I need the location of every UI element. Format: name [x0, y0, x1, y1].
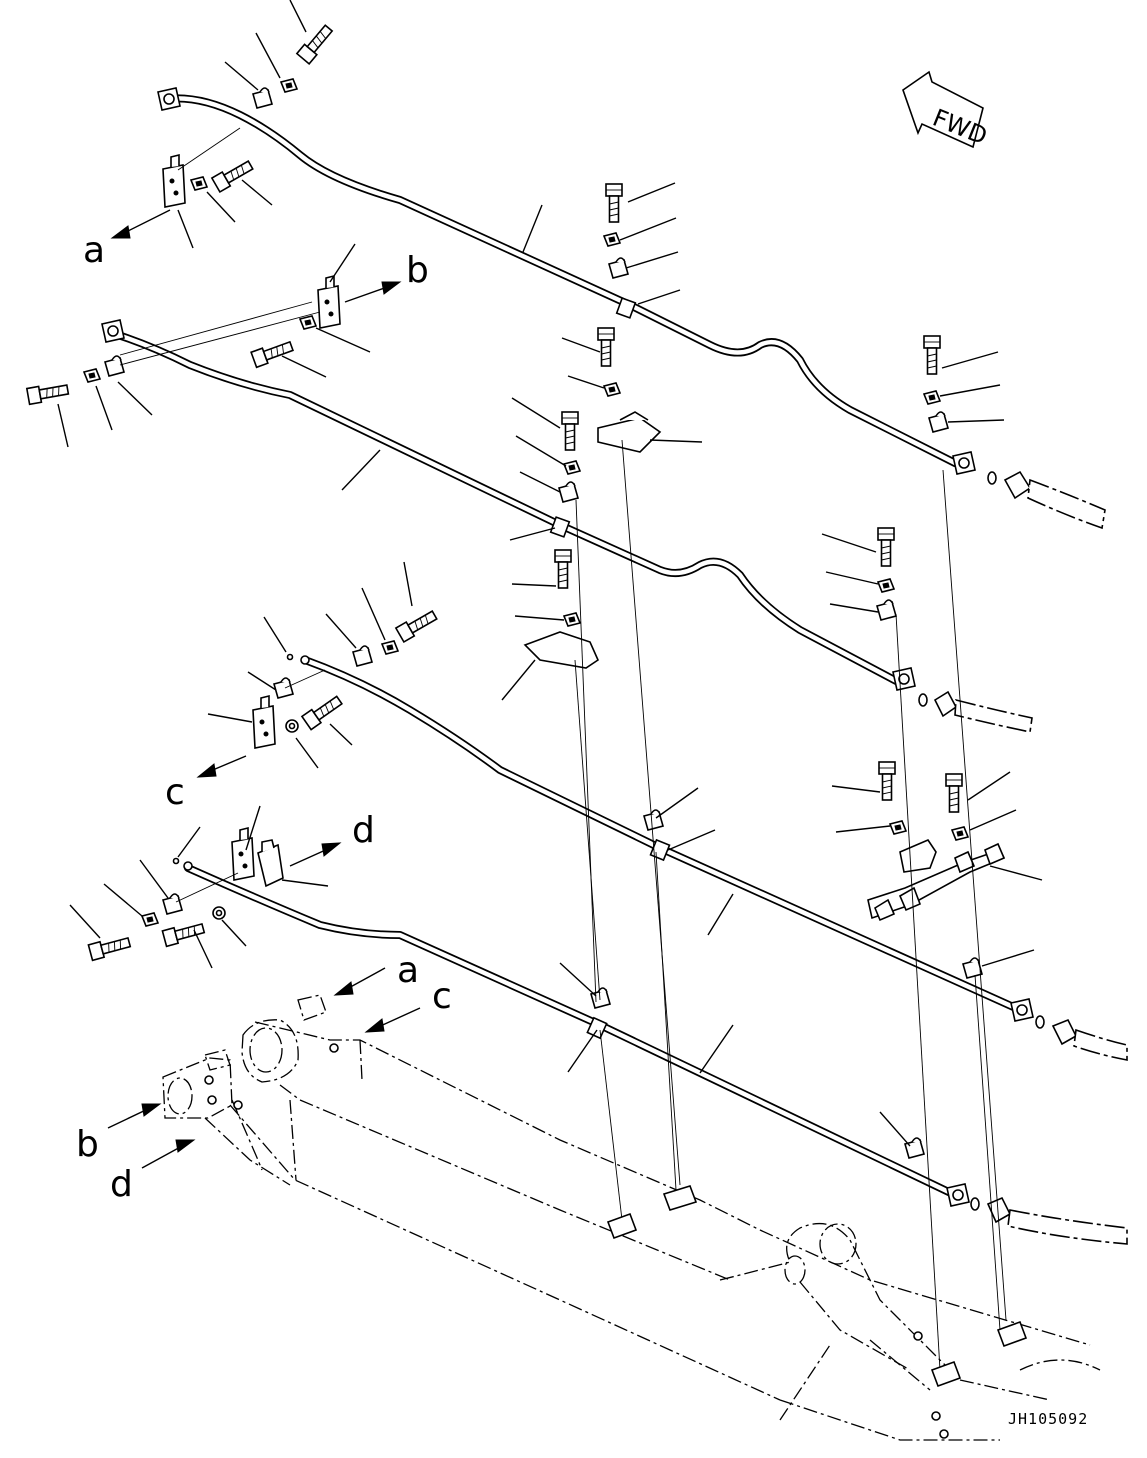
hydraulic-pipe-4 — [183, 861, 970, 1207]
install-guide-lines — [574, 439, 1007, 1371]
center-clamp-set-4 — [559, 962, 925, 1159]
pipe-3-hardware — [196, 561, 734, 936]
pipe-2-hardware — [26, 243, 402, 491]
center-clamp-set-3 — [643, 787, 716, 851]
right-clamp-set-2 — [821, 527, 897, 621]
view-label-a-boom: a — [397, 950, 419, 991]
center-clamp-set-1 — [561, 182, 703, 453]
view-label-b-boom: b — [76, 1124, 99, 1165]
view-label-b-top: b — [406, 250, 429, 291]
drawing-code: JH105092 — [1008, 1410, 1088, 1428]
pipe-1-hardware — [110, 0, 543, 253]
view-label-d-mid: d — [352, 810, 375, 851]
view-label-c-boom: c — [432, 976, 452, 1017]
hydraulic-pipe-3 — [300, 655, 1034, 1022]
center-clamp-set-2 — [501, 397, 600, 701]
hydraulic-pipe-2 — [101, 319, 916, 691]
view-label-c-mid: c — [165, 772, 185, 813]
hose-ends — [918, 470, 1128, 1245]
view-label-d-boom: d — [110, 1164, 133, 1205]
view-label-a-top: a — [83, 230, 105, 271]
right-clamp-set-1 — [923, 335, 1005, 433]
boom-structure — [107, 967, 1101, 1441]
pipe-4-hardware — [69, 805, 734, 1074]
fwd-arrow-icon: FWD — [902, 70, 991, 151]
right-clamp-assembly — [831, 761, 1043, 979]
hydraulic-pipe-1 — [157, 87, 976, 475]
